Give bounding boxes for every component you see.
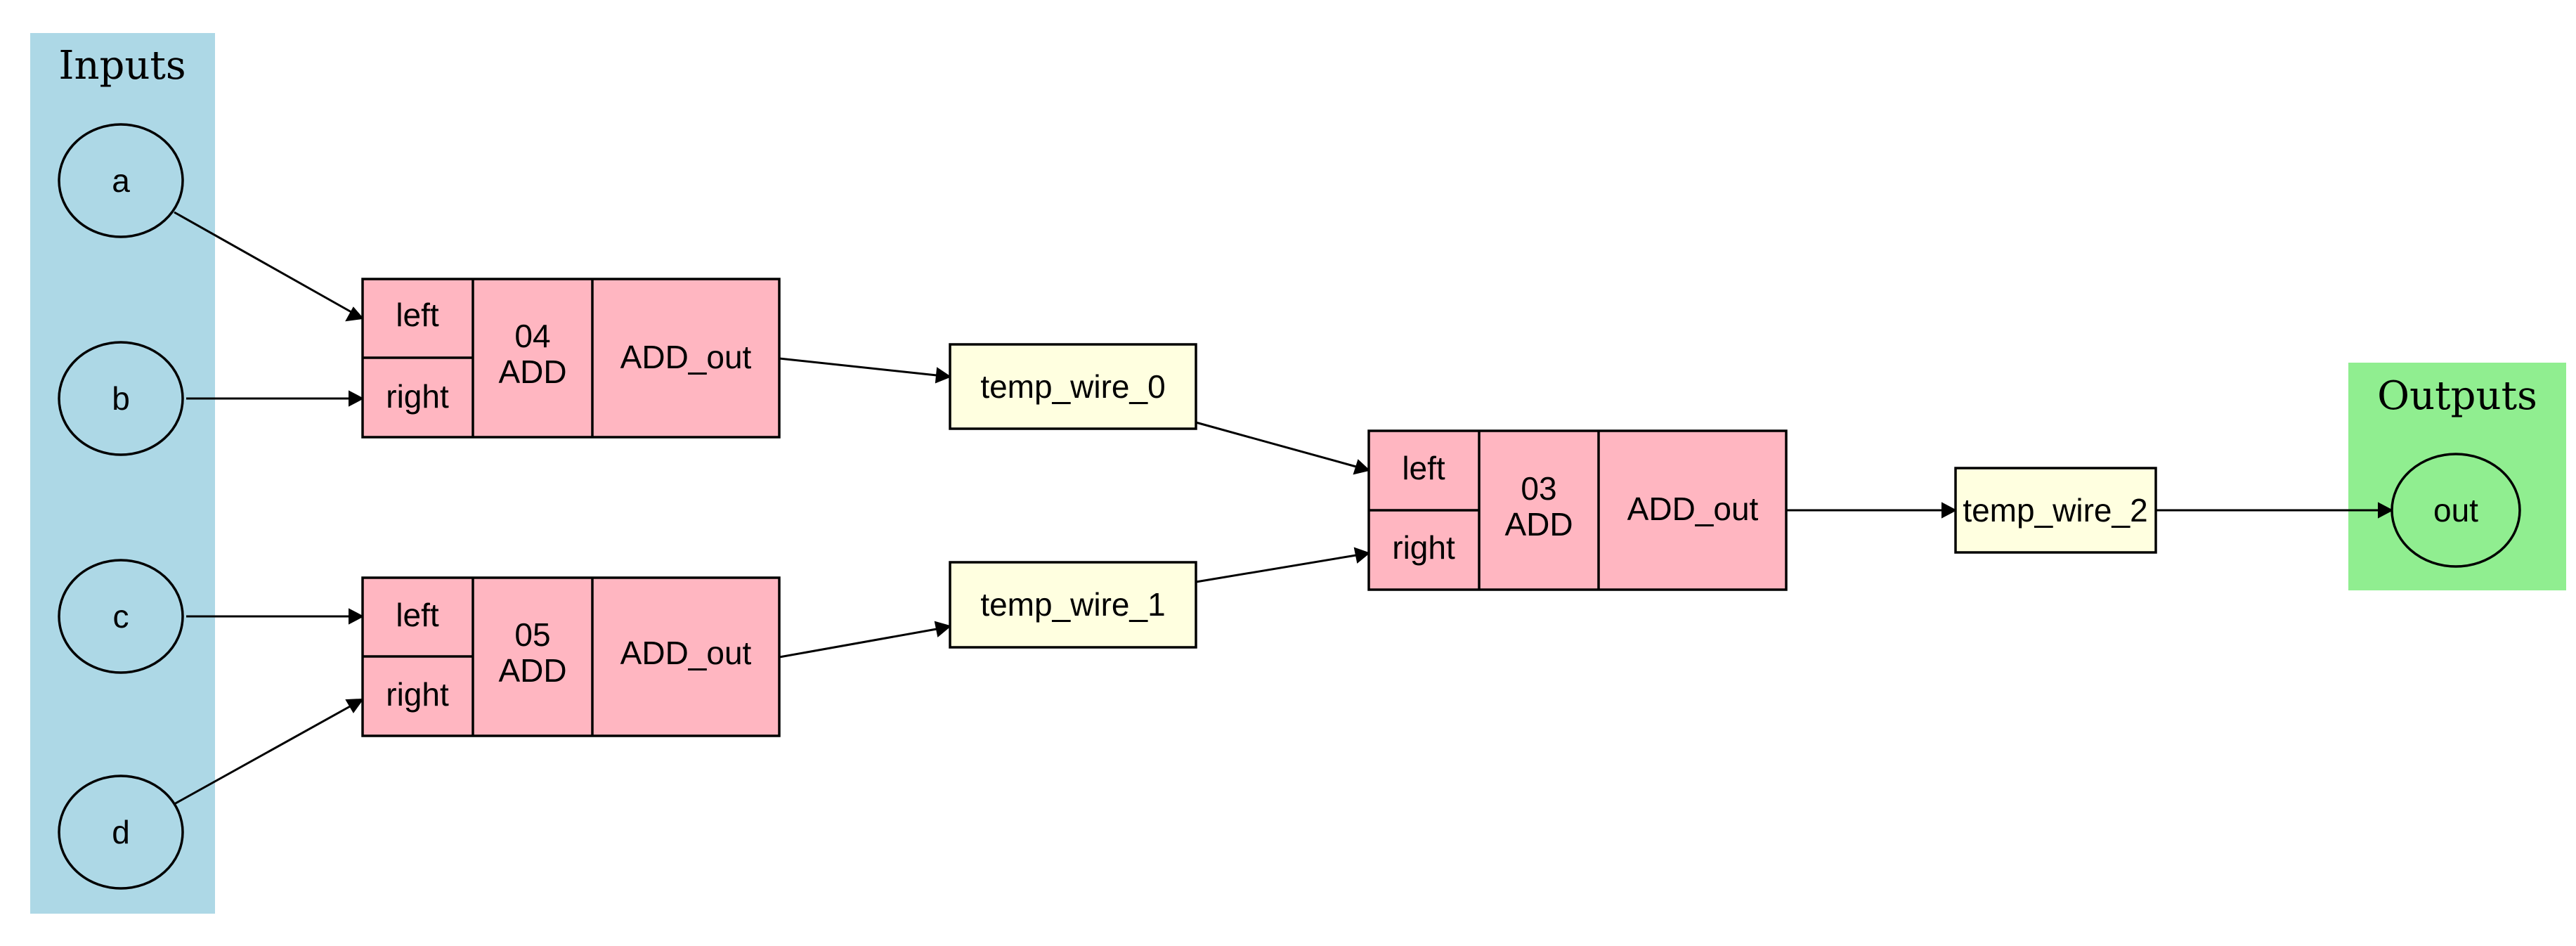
adder-03: left right 03 ADD ADD_out [1367, 429, 1788, 591]
wire-temp-wire-2-box [1954, 467, 2157, 554]
edge-temp-wire-1-arrowhead [1353, 547, 1371, 564]
edge-c-arrowhead [349, 608, 365, 625]
inputs-cluster-label: Inputs [58, 43, 186, 89]
edge-add05-to-temp-wire-1 [779, 628, 937, 659]
edge-a-arrowhead [345, 306, 364, 322]
wire-temp-wire-1-label: temp_wire_1 [980, 586, 1165, 623]
adder-05-right-port: right [386, 676, 449, 713]
input-node-c: c [58, 559, 184, 674]
adder-04-op: ADD [498, 354, 566, 390]
adder-05-id: 05 [514, 616, 550, 653]
adder-05-left-port: left [396, 597, 439, 633]
edge-temp-wire-2-arrowhead [2378, 502, 2394, 519]
wire-temp-wire-0-label: temp_wire_0 [980, 368, 1165, 405]
edge-temp-wire-0-to-add03-left [1195, 421, 1357, 468]
adder-04-id: 04 [514, 318, 550, 354]
adder-05: left right 05 ADD ADD_out [361, 576, 781, 737]
adder-03-left-port: left [1402, 450, 1445, 486]
adder-03-output-port: ADD_out [1627, 491, 1759, 527]
adder-04-right-port: right [386, 378, 449, 415]
wire-temp-wire-1-box [949, 561, 1197, 649]
edge-add04-arrowhead [935, 367, 952, 384]
edges [174, 211, 2394, 805]
edge-add05-arrowhead [934, 621, 952, 637]
input-node-d: d [58, 775, 184, 890]
output-node-out-label: out [2433, 492, 2478, 529]
input-node-c-shape [58, 559, 184, 674]
input-node-d-label: d [112, 814, 130, 850]
input-node-d-shape [58, 775, 184, 890]
edge-temp-wire-1-to-add03-right [1195, 554, 1357, 583]
adder-04-left-port: left [396, 297, 439, 333]
adder-04-output-port: ADD_out [620, 339, 752, 375]
edge-d-to-add05-right [174, 704, 352, 805]
edge-add04-to-temp-wire-0 [779, 357, 937, 377]
adder-05-op: ADD [498, 652, 566, 689]
edge-a-to-add04-left [174, 211, 352, 313]
adder-05-output-port: ADD_out [620, 635, 752, 671]
output-node-out: out [2390, 453, 2521, 568]
input-node-a-label: a [112, 162, 130, 199]
input-node-c-label: c [113, 598, 129, 635]
outputs-cluster-label: Outputs [2377, 373, 2537, 419]
wire-temp-wire-2: temp_wire_2 [1954, 467, 2157, 554]
input-node-b-label: b [112, 380, 130, 417]
input-node-b: b [58, 341, 184, 456]
edge-d-arrowhead [345, 698, 365, 713]
edge-temp-wire-0-arrowhead [1353, 459, 1371, 475]
input-node-a-shape [58, 123, 184, 238]
adder-03-right-port: right [1392, 529, 1455, 566]
wire-temp-wire-0: temp_wire_0 [949, 343, 1197, 430]
edge-b-arrowhead [349, 390, 365, 407]
wire-temp-wire-0-box [949, 343, 1197, 430]
wire-temp-wire-1: temp_wire_1 [949, 561, 1197, 649]
input-node-a: a [58, 123, 184, 238]
output-node-out-shape [2390, 453, 2521, 568]
adder-04: left right 04 ADD ADD_out [361, 278, 781, 439]
adder-03-op: ADD [1504, 506, 1573, 543]
input-node-b-shape [58, 341, 184, 456]
wire-temp-wire-2-label: temp_wire_2 [1963, 492, 2147, 529]
edge-add03-arrowhead [1941, 502, 1958, 519]
adder-03-id: 03 [1521, 470, 1556, 507]
